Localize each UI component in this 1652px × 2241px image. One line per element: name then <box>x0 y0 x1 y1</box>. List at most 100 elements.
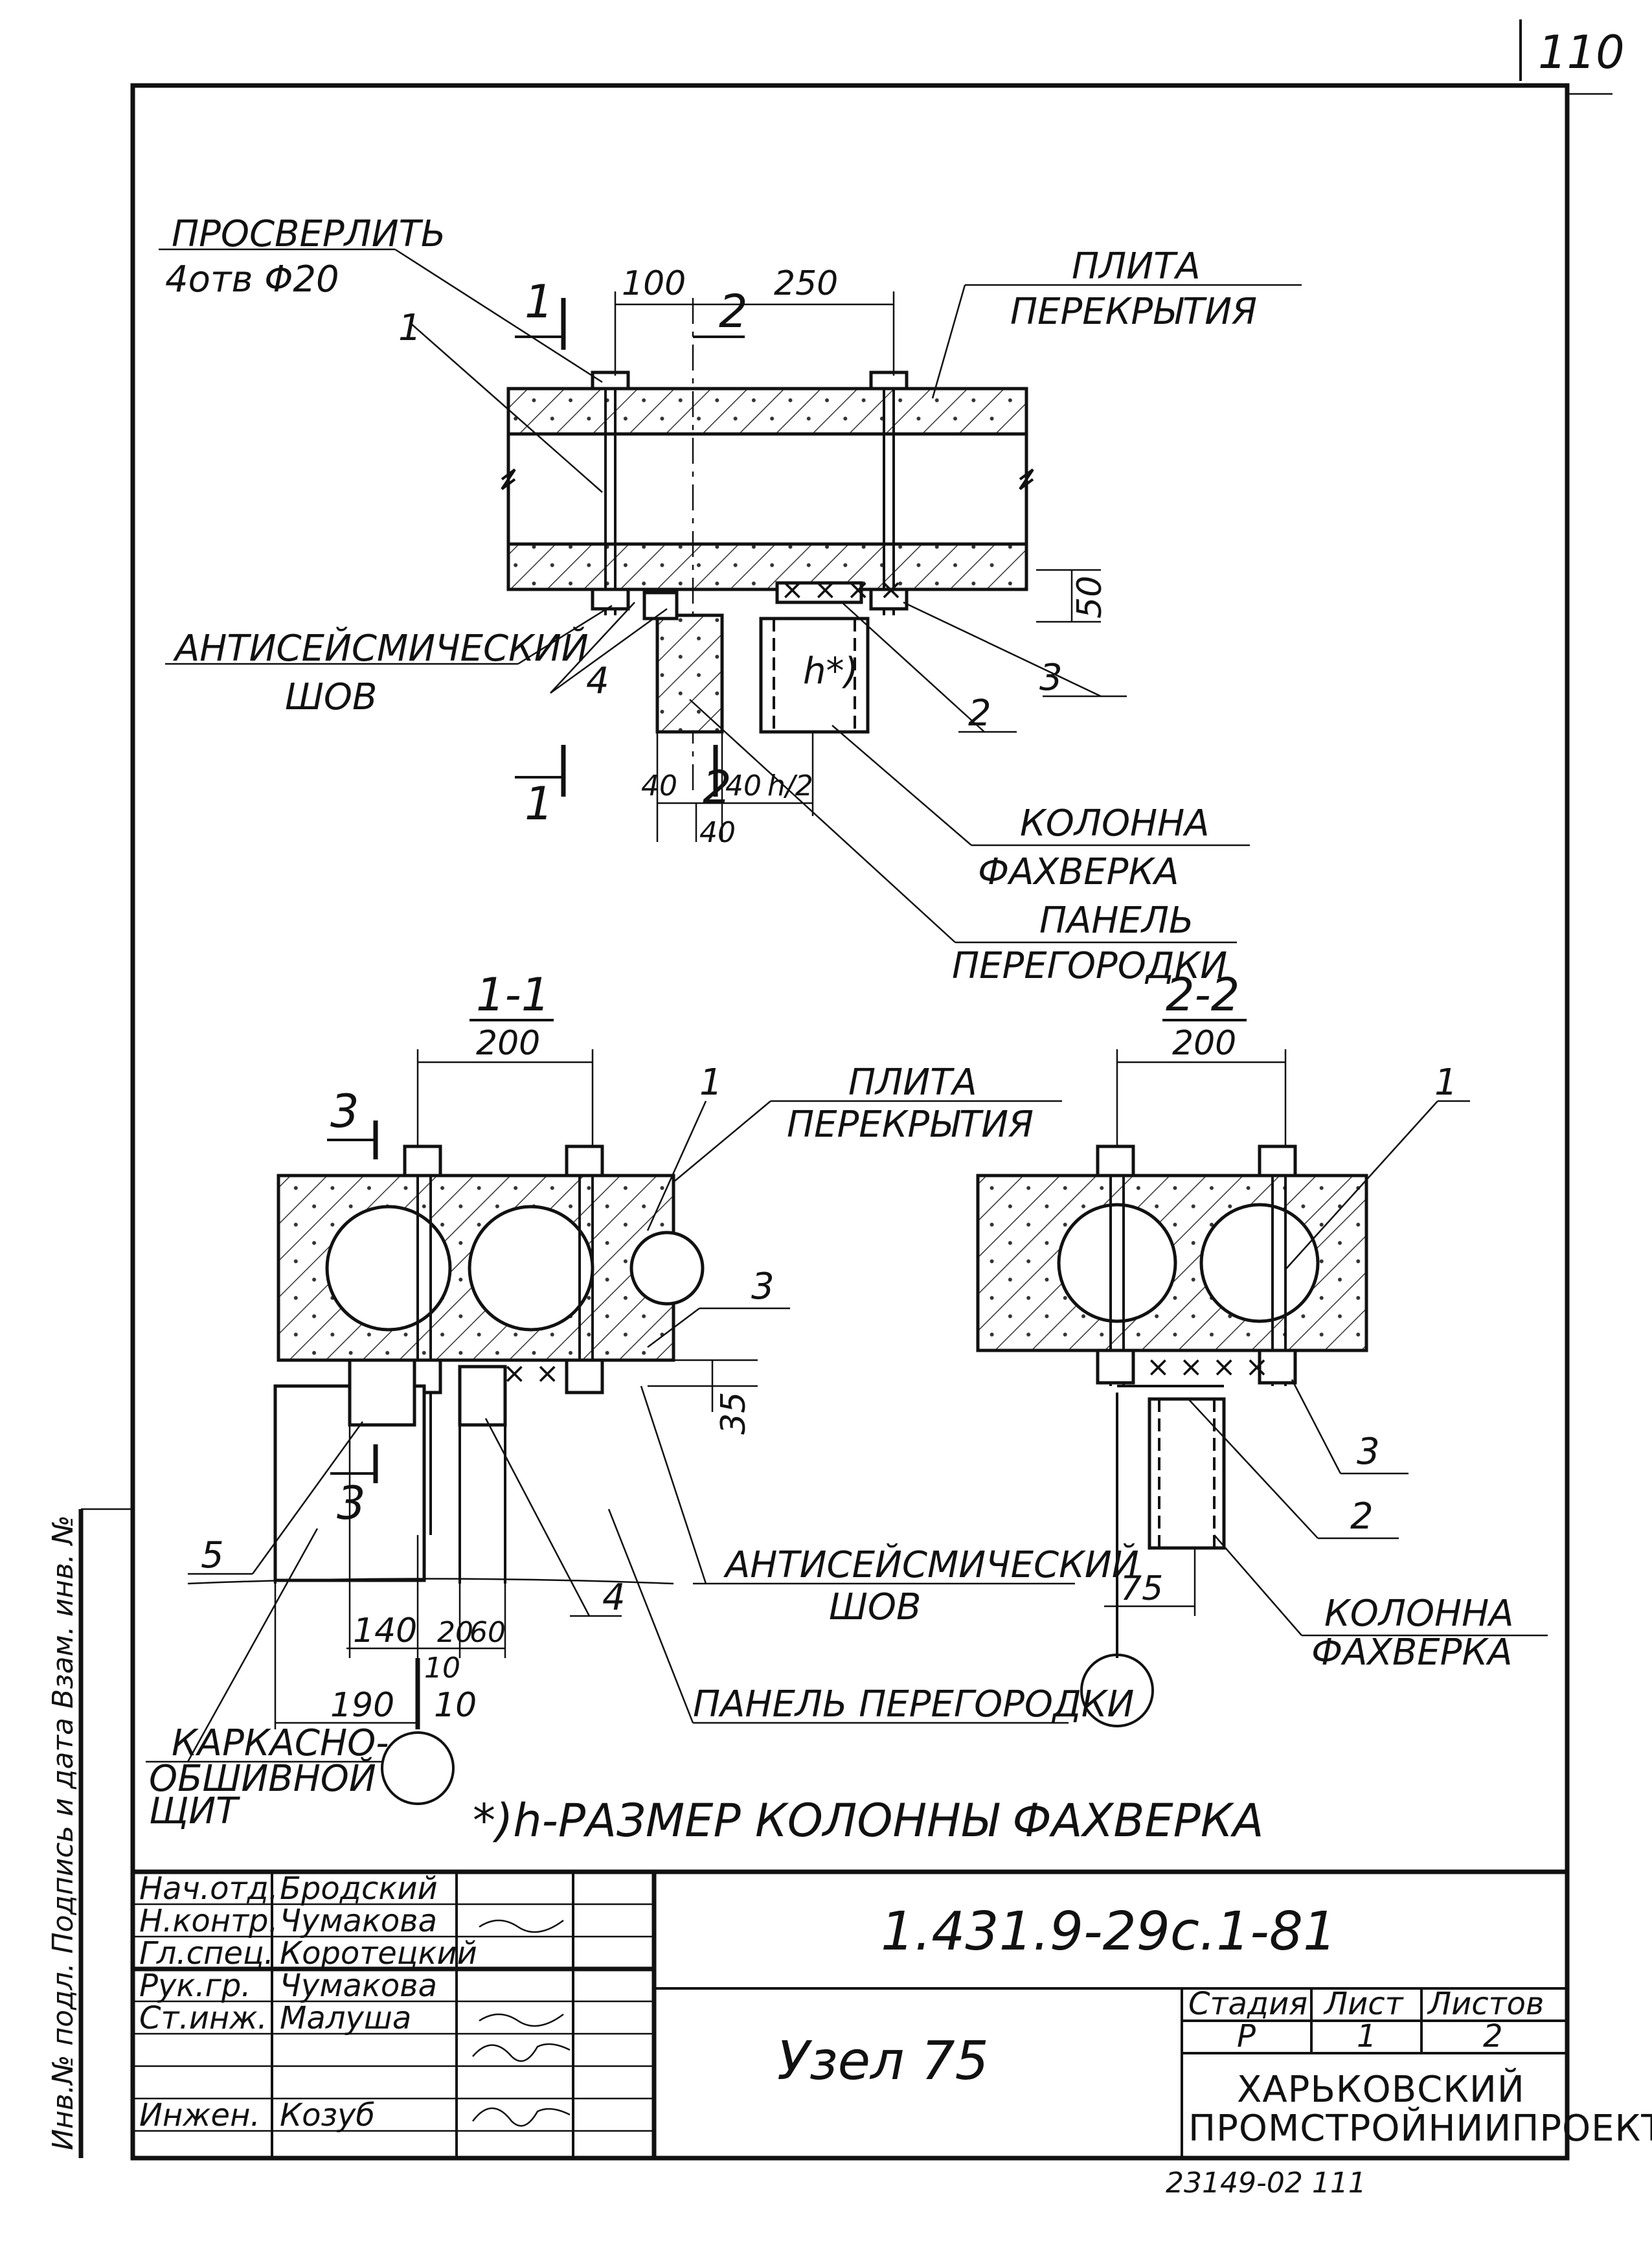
svg-text:ЩИТ: ЩИТ <box>149 1790 240 1832</box>
title-block-name: Чумакова <box>280 1903 437 1939</box>
svg-text:3: 3 <box>1039 657 1063 699</box>
side-stamp: Инв.№ подл. Подпись и дата Взам. инв. № <box>47 1508 133 2158</box>
svg-text:Листов: Листов <box>1427 1986 1544 2022</box>
svg-text:4отв Φ20: 4отв Φ20 <box>165 258 339 301</box>
bottom-number: 23149-02 111 <box>1166 2167 1366 2200</box>
title-block-role: Инжен. <box>139 2097 260 2133</box>
svg-text:2: 2 <box>719 285 748 338</box>
svg-text:Лист: Лист <box>1323 1986 1405 2022</box>
section-mark-2-bottom: 2 <box>703 745 732 814</box>
section-mark-3-top: 3 <box>327 1085 378 1159</box>
svg-text:ФАХВЕРКА: ФАХВЕРКА <box>1311 1632 1513 1674</box>
svg-text:200: 200 <box>1172 1024 1236 1063</box>
svg-text:35: 35 <box>714 1392 753 1435</box>
svg-text:2-2: 2-2 <box>1166 968 1239 1021</box>
organization-name: ХАРЬКОВСКИЙ <box>1237 2068 1525 2111</box>
svg-text:ШОВ: ШОВ <box>829 1586 921 1628</box>
svg-text:3: 3 <box>330 1085 359 1138</box>
svg-text:110: 110 <box>1538 26 1625 79</box>
svg-text:ФАХВЕРКА: ФАХВЕРКА <box>978 851 1179 893</box>
organization-name: ПРОМСТРОЙНИИПРОЕКТ <box>1188 2107 1652 2150</box>
svg-text:3: 3 <box>751 1266 775 1308</box>
svg-text:ПЕРЕГОРОДКИ: ПЕРЕГОРОДКИ <box>952 945 1227 987</box>
svg-text:АНТИСЕЙСМИЧЕСКИЙ: АНТИСЕЙСМИЧЕСКИЙ <box>173 628 589 670</box>
drawing-frame <box>130 83 1570 2161</box>
svg-text:3: 3 <box>1357 1431 1380 1473</box>
node-title: Узел 75 <box>777 2031 989 2092</box>
svg-text:1: 1 <box>525 275 554 328</box>
title-block-role: Гл.спец. <box>139 1935 274 1972</box>
section-mark-1-top: 1 <box>515 275 566 350</box>
svg-text:40: 40 <box>725 769 762 802</box>
title-block-name: Малуша <box>280 2000 411 2036</box>
svg-text:50: 50 <box>1070 576 1109 619</box>
title-block-role: Ст.инж. <box>139 2000 267 2036</box>
title-block-role: Нач.отд. <box>139 1871 278 1907</box>
designation: 1.431.9-29с.1-81 <box>881 1901 1337 1962</box>
svg-text:5: 5 <box>201 1534 224 1576</box>
title-block-role: Н.контр. <box>139 1903 278 1939</box>
svg-text:ПАНЕЛЬ: ПАНЕЛЬ <box>1039 900 1194 942</box>
title-block-name: Бродский <box>280 1871 438 1907</box>
svg-text:Р: Р <box>1237 2018 1256 2054</box>
svg-text:1-1: 1-1 <box>476 968 550 1021</box>
bolt <box>869 370 909 615</box>
svg-text:250: 250 <box>774 264 838 303</box>
svg-text:ПЕРЕКРЫТИЯ: ПЕРЕКРЫТИЯ <box>787 1104 1034 1146</box>
svg-text:× × × ×: × × × × <box>780 573 903 606</box>
svg-text:2: 2 <box>968 692 991 734</box>
sheet-number: 110 <box>1519 19 1625 81</box>
svg-text:ПАНЕЛЬ ПЕРЕГОРОДКИ: ПАНЕЛЬ ПЕРЕГОРОДКИ <box>693 1683 1134 1725</box>
svg-text:КАРКАСНО-: КАРКАСНО- <box>172 1722 389 1764</box>
svg-text:ОБШИВНОЙ: ОБШИВНОЙ <box>149 1758 376 1800</box>
svg-text:ПРОСВЕРЛИТЬ: ПРОСВЕРЛИТЬ <box>172 213 446 255</box>
svg-text:КОЛОННА: КОЛОННА <box>1020 802 1210 845</box>
svg-text:h/2: h/2 <box>767 769 813 802</box>
svg-text:ПЛИТА: ПЛИТА <box>1072 245 1201 288</box>
section-1-1: 1-1 × × × 200 35 <box>146 968 1139 1832</box>
svg-text:1: 1 <box>1434 1062 1458 1104</box>
svg-text:Инв.№ подл. Подпись и дата В: Инв.№ подл. Подпись и дата Взам. инв. № <box>47 1515 80 2150</box>
svg-text:140: 140 <box>353 1611 417 1650</box>
svg-text:10: 10 <box>434 1686 477 1725</box>
top-view: × × × × h*) 100 250 50 40 40 40 h/2 1 <box>159 213 1302 987</box>
title-block-role: Рук.гр. <box>139 1968 251 2004</box>
section-mark-3-bottom: 3 <box>330 1444 378 1530</box>
svg-text:40: 40 <box>699 816 736 849</box>
section-mark-1-bottom: 1 <box>515 745 566 830</box>
svg-text:2: 2 <box>1483 2018 1503 2054</box>
svg-text:× × × ×: × × × × <box>1146 1350 1269 1383</box>
title-block-name: Козуб <box>280 2097 375 2133</box>
svg-text:КОЛОННА: КОЛОННА <box>1324 1593 1514 1635</box>
svg-text:190: 190 <box>330 1686 394 1725</box>
svg-text:1: 1 <box>699 1062 723 1104</box>
svg-text:75: 75 <box>1120 1569 1163 1608</box>
svg-text:200: 200 <box>476 1024 540 1063</box>
title-block-name: Коротецкий <box>280 1935 477 1972</box>
svg-text:40: 40 <box>641 769 677 802</box>
svg-text:2: 2 <box>1350 1496 1374 1538</box>
svg-text:Стадия: Стадия <box>1188 1986 1307 2022</box>
svg-text:АНТИСЕЙСМИЧЕСКИЙ: АНТИСЕЙСМИЧЕСКИЙ <box>723 1544 1139 1586</box>
section-mark-2-top: 2 <box>693 285 748 338</box>
svg-text:h*): h*) <box>803 650 858 692</box>
footnote: *)h-РАЗМЕР КОЛОННЫ ФАХВЕРКА <box>473 1794 1263 1847</box>
svg-text:100: 100 <box>622 264 686 303</box>
title-block-name: Чумакова <box>280 1968 437 2004</box>
svg-text:60: 60 <box>470 1616 506 1649</box>
svg-text:20: 20 <box>437 1616 473 1649</box>
svg-text:3: 3 <box>337 1477 366 1530</box>
title-block: Нач.отд.БродскийН.контр.ЧумаковаГл.спец.… <box>133 1869 1652 2158</box>
bolt <box>591 370 630 615</box>
svg-text:4: 4 <box>602 1576 626 1619</box>
svg-text:ПЛИТА: ПЛИТА <box>848 1062 977 1104</box>
svg-text:2: 2 <box>703 761 732 814</box>
svg-text:1: 1 <box>525 777 554 830</box>
section-2-2: 2-2 × × × × 200 75 1 <box>976 968 1548 1727</box>
svg-text:4: 4 <box>586 660 609 702</box>
svg-text:ШОВ: ШОВ <box>285 676 377 718</box>
svg-text:10: 10 <box>424 1652 460 1685</box>
svg-text:ПЕРЕКРЫТИЯ: ПЕРЕКРЫТИЯ <box>1010 291 1257 333</box>
svg-text:1: 1 <box>398 307 422 349</box>
